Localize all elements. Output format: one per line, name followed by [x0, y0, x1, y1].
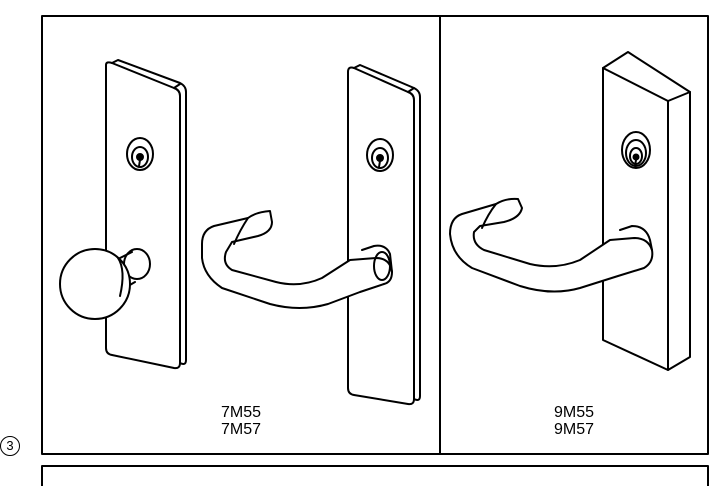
model-caption-right: 9M55 9M57 [440, 404, 708, 438]
model-number: 7M55 [220, 404, 262, 421]
lever-trim-illustration-left [201, 64, 421, 406]
key-cylinder-icon [366, 138, 394, 172]
lower-panel-frame [41, 465, 709, 487]
model-number: 9M55 [553, 404, 595, 421]
key-cylinder-icon [621, 131, 651, 169]
panel-frame-right [439, 15, 709, 455]
knob-trim-illustration [59, 59, 187, 370]
escutcheon-plate-knob [105, 61, 181, 370]
model-number: 7M57 [220, 421, 262, 438]
key-cylinder-icon [126, 137, 154, 171]
lever-trim-illustration-right [449, 51, 691, 371]
lever-handle-left [201, 210, 393, 309]
escutcheon-plate-lever-left [347, 66, 415, 406]
lever-handle-right [449, 197, 654, 293]
escutcheon-plate-lever-right [602, 67, 669, 371]
model-caption-left: 7M55 7M57 [42, 404, 440, 438]
knob [59, 248, 131, 320]
model-number: 9M57 [553, 421, 595, 438]
callout-number-badge: 3 [0, 436, 20, 456]
